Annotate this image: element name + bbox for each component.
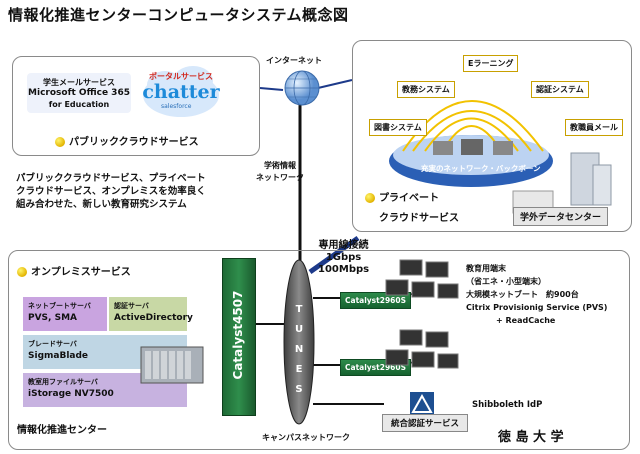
public-cloud-box: 学生メールサービス Microsoft Office 365 for Educa… xyxy=(12,56,260,156)
dedicated-line-label: 専用線接続 xyxy=(318,240,369,251)
portal-service-title: ポータルサービス xyxy=(149,72,213,81)
ninsho-card: 認証システム xyxy=(531,81,589,98)
netboot-server-name: PVS, SMA xyxy=(28,313,77,323)
pc-group-icon-2 xyxy=(385,329,459,369)
private-cloud-label-wrap: プライベート xyxy=(365,189,439,204)
onpremise-box: オンプレミスサービス ネットブートサーバ PVS, SMA 認証サーバ Acti… xyxy=(8,250,630,450)
mail-service-name: Microsoft Office 365 xyxy=(28,88,130,98)
terminal-info-line1: 教育用端末 xyxy=(466,264,506,273)
private-cloud-label2: クラウドサービス xyxy=(379,213,459,224)
netboot-server-card: ネットブートサーバ PVS, SMA xyxy=(23,297,107,331)
onpremise-label: オンプレミスサービス xyxy=(31,267,131,278)
chatter-logo: chatter xyxy=(142,81,220,103)
portal-service-cloud: ポータルサービス chatter salesforce xyxy=(141,61,221,121)
terminal-info-line5: + ReadCache xyxy=(496,316,556,325)
server-icon xyxy=(433,141,453,155)
pc-group-icon-1 xyxy=(385,259,459,299)
mail-service-sub: for Education xyxy=(48,100,110,109)
server-icon xyxy=(461,139,483,155)
blade-server-title: ブレードサーバ xyxy=(28,340,77,348)
file-server-name: iStorage NV7500 xyxy=(28,389,114,399)
shibboleth-label: Shibboleth IdP xyxy=(472,400,543,410)
speed-100mbps: 100Mbps xyxy=(318,264,370,275)
auth-server-name: ActiveDirectory xyxy=(114,313,193,323)
terminal-info-line4: Citrix Provisionig Service (PVS) xyxy=(466,303,608,312)
private-cloud-label1: プライベート xyxy=(379,193,439,204)
mail-service-card: 学生メールサービス Microsoft Office 365 for Educa… xyxy=(27,73,131,113)
tosho-card: 図書システム xyxy=(369,119,427,136)
shibboleth-logo-icon xyxy=(410,392,434,416)
terminal-info-line3: 大規模ネットブート 約900台 xyxy=(466,290,579,299)
speed-1gbps: 1Gbps xyxy=(325,252,362,263)
terminal-info: 教育用端末 （省エネ・小型端末） 大規模ネットブート 約900台 Citrix … xyxy=(466,262,607,327)
private-cloud-link-top xyxy=(317,79,353,89)
catalyst4507-label: Catalyst4507 xyxy=(231,290,245,380)
auth-server-title: 認証サーバ xyxy=(114,302,149,310)
tunes-network xyxy=(283,259,315,425)
cloud-icon xyxy=(143,66,219,117)
mail-service-title: 学生メールサービス xyxy=(43,78,115,87)
system-description: パブリッククラウドサービス、プライベート クラウドサービス、オンプレミスを効率良… xyxy=(16,172,206,211)
elearning-card: Eラーニング xyxy=(463,55,519,72)
salesforce-label: salesforce xyxy=(161,103,192,110)
academic-network-label: 学術情報 ネットワーク xyxy=(256,160,304,184)
university-name: 徳 島 大 学 xyxy=(498,430,564,445)
bullet-icon xyxy=(365,193,375,203)
tunes-label: TUNES xyxy=(294,304,304,395)
description-line1: パブリッククラウドサービス、プライベート xyxy=(16,173,206,184)
bullet-icon xyxy=(17,267,27,277)
datacenter-label: 学外データセンター xyxy=(513,207,609,226)
public-cloud-label: パブリッククラウドサービス xyxy=(69,137,199,148)
blade-server-name: SigmaBlade xyxy=(28,351,89,361)
dedicated-line-info: 専用線接続 1Gbps 100Mbps xyxy=(318,240,369,276)
academic-network-line1: 学術情報 xyxy=(264,161,296,170)
server-icon xyxy=(493,141,513,155)
catalyst2960s-switch-1: Catalyst2960S xyxy=(340,292,411,309)
blade-rack-icon xyxy=(140,346,204,384)
file-server-title: 教室用ファイルサーバ xyxy=(28,378,98,386)
description-line3: 組み合わせた、新しい教育研究システム xyxy=(16,199,187,210)
bullet-icon xyxy=(55,137,65,147)
internet-label: インターネット xyxy=(266,56,322,65)
page-title: 情報化推進センターコンピュータシステム概念図 xyxy=(8,6,349,24)
public-cloud-link xyxy=(259,87,284,91)
dedicated-line-link xyxy=(308,235,360,275)
catalyst4507-switch: Catalyst4507 xyxy=(222,258,256,416)
netboot-server-title: ネットブートサーバ xyxy=(28,302,91,310)
center-label: 情報化推進センター xyxy=(17,425,107,436)
globe-icon xyxy=(284,70,320,106)
staff-mail-card: 教職員メール xyxy=(565,119,623,136)
onpremise-label-wrap: オンプレミスサービス xyxy=(17,263,131,278)
auth-server-card: 認証サーバ ActiveDirectory xyxy=(109,297,193,331)
kyomu-card: 教務システム xyxy=(397,81,455,98)
private-cloud-diagram xyxy=(389,100,612,214)
unified-auth-service: 統合認証サービス xyxy=(382,414,468,432)
academic-network-line2: ネットワーク xyxy=(256,173,304,182)
public-cloud-label-wrap: パブリッククラウドサービス xyxy=(55,133,199,148)
terminal-info-line2: （省エネ・小型端末） xyxy=(466,277,546,286)
private-cloud-box: Eラーニング 教務システム 認証システム 図書システム 教職員メール 充実のネッ… xyxy=(352,40,632,232)
description-line2: クラウドサービス、オンプレミスを効率良く xyxy=(16,186,206,197)
backbone-label: 充実のネットワーク・バックボーン xyxy=(421,164,541,173)
campus-network-label: キャンパスネットワーク xyxy=(262,433,350,442)
